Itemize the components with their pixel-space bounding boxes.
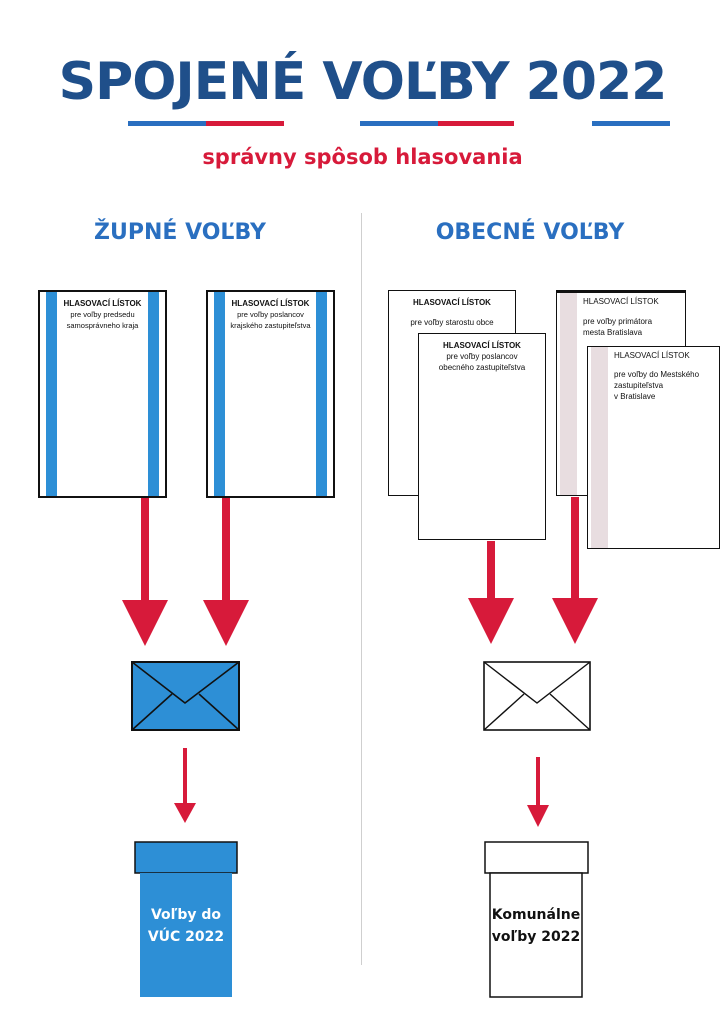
envelope-blue-icon <box>131 661 240 731</box>
section-heading-municipal: OBECNÉ VOĽBY <box>435 220 625 245</box>
ballot-line: pre voľby poslancov <box>446 352 518 361</box>
ballot-regional-chair: HLASOVACÍ LÍSTOK pre voľby predsedu samo… <box>38 290 167 498</box>
ballot-line: v Bratislave <box>614 392 656 401</box>
arrow-down-icon <box>552 497 598 644</box>
ballot-stripe <box>148 292 159 496</box>
ballot-stripe <box>591 347 608 548</box>
ballot-line: samosprávneho kraja <box>66 321 139 330</box>
ballot-line: pre voľby starostu obce <box>410 318 494 327</box>
ballot-line: pre voľby do Mestského <box>614 370 700 379</box>
ballot-municipal-council: HLASOVACÍ LÍSTOK pre voľby poslancov obe… <box>418 333 546 540</box>
ballot-bratislava-council: HLASOVACÍ LÍSTOK pre voľby do Mestského … <box>587 346 720 549</box>
ballot-box-label-regional: Voľby do VÚC 2022 <box>140 904 232 948</box>
ballot-line: pre voľby poslancov <box>237 310 304 319</box>
ballot-line: pre voľby predsedu <box>70 310 135 319</box>
title-stripe-red-2 <box>438 121 514 126</box>
ballot-box-white-icon <box>484 841 589 998</box>
arrow-down-small-icon <box>174 748 196 823</box>
section-heading-regional: ŽUPNÉ VOĽBY <box>94 220 266 245</box>
arrow-down-icon <box>122 498 168 646</box>
ballot-box-blue-icon <box>134 841 238 997</box>
page-title: SPOJENÉ VOĽBY 2022 <box>58 52 668 112</box>
title-stripe-blue-3 <box>592 121 670 126</box>
arrow-down-icon <box>468 541 514 644</box>
title-stripe-red-1 <box>206 121 284 126</box>
ballot-header: HLASOVACÍ LÍSTOK <box>413 298 491 307</box>
ballot-line: krajského zastupiteľstva <box>230 321 311 330</box>
box-label-line: voľby 2022 <box>491 929 581 945</box>
ballot-stripe <box>214 292 225 496</box>
ballot-line: obecného zastupiteľstva <box>438 363 526 372</box>
ballot-stripe <box>560 293 577 495</box>
envelope-white-icon <box>483 661 591 731</box>
section-divider <box>361 213 362 965</box>
ballot-header: HLASOVACÍ LÍSTOK <box>614 351 690 360</box>
ballot-header: HLASOVACÍ LÍSTOK <box>63 299 142 308</box>
ballot-header: HLASOVACÍ LÍSTOK <box>583 297 659 306</box>
page-subtitle: správny spôsob hlasovania <box>202 145 523 169</box>
arrow-down-icon <box>203 498 249 646</box>
ballot-header: HLASOVACÍ LÍSTOK <box>443 341 521 350</box>
ballot-line: pre voľby primátora <box>583 317 653 326</box>
box-label-line: Komunálne <box>491 907 581 923</box>
arrow-down-small-icon <box>527 757 549 827</box>
title-stripe-blue-2 <box>360 121 438 126</box>
ballot-box-label-municipal: Komunálne voľby 2022 <box>490 904 582 948</box>
box-label-line: VÚC 2022 <box>147 929 225 945</box>
title-stripe-blue-1 <box>128 121 206 126</box>
ballot-header: HLASOVACÍ LÍSTOK <box>231 299 310 308</box>
ballot-line: zastupiteľstva <box>614 381 664 390</box>
ballot-stripe <box>46 292 57 496</box>
ballot-stripe <box>316 292 327 496</box>
ballot-regional-council: HLASOVACÍ LÍSTOK pre voľby poslancov kra… <box>206 290 335 498</box>
box-label-line: Voľby do <box>150 907 222 923</box>
ballot-line: mesta Bratislava <box>583 328 643 337</box>
